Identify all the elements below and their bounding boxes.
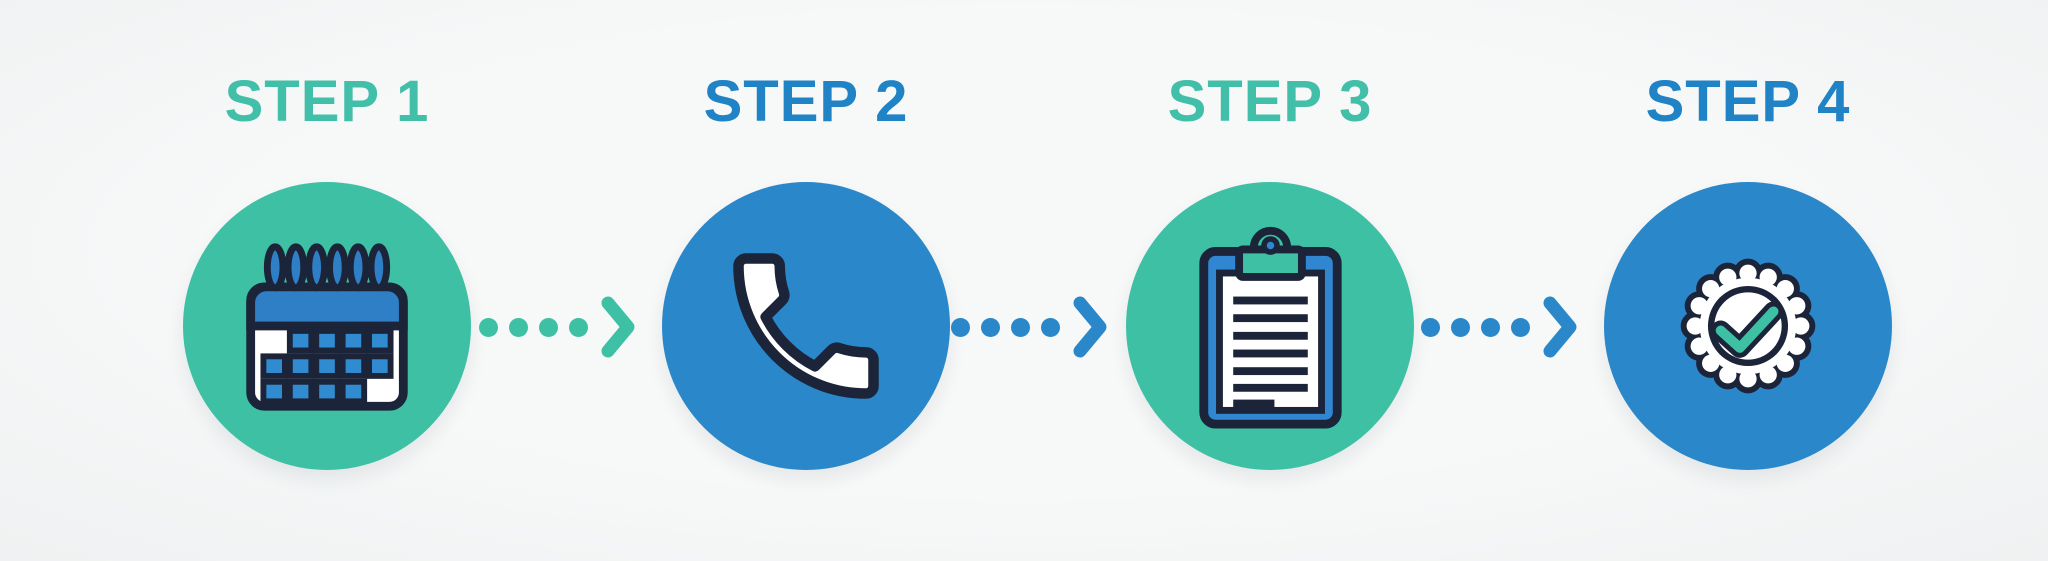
connector-dots: [1421, 317, 1530, 337]
step-2-circle: [662, 182, 950, 470]
connector-dot: [509, 317, 528, 337]
clipboard-icon: [1192, 218, 1349, 434]
connector-dot: [1511, 317, 1530, 337]
phone-icon: [716, 236, 896, 416]
step-2-label: STEP 2: [703, 69, 909, 134]
step-4-circle: [1604, 182, 1892, 470]
badge-check-icon: [1657, 235, 1839, 417]
step-1: STEP 1: [183, 0, 471, 500]
step-3: STEP 3: [1126, 0, 1414, 500]
connector-dot: [539, 317, 558, 337]
step-4: STEP 4: [1604, 0, 1892, 500]
connector-dot: [479, 317, 498, 337]
connector-dot: [569, 317, 588, 337]
arrow-connector-2: [951, 296, 1109, 358]
step-4-label: STEP 4: [1645, 69, 1851, 134]
connector-dot: [1041, 317, 1060, 337]
arrow-head-icon: [601, 296, 635, 358]
connector-dot: [951, 317, 970, 337]
connector-dot: [1011, 317, 1030, 337]
arrow-head-icon: [1543, 296, 1577, 358]
step-1-label: STEP 1: [224, 69, 430, 134]
connector-dot: [1421, 317, 1440, 337]
step-2: STEP 2: [662, 0, 950, 500]
step-3-circle: [1126, 182, 1414, 470]
arrow-connector-3: [1421, 296, 1579, 358]
calendar-icon: [229, 236, 425, 417]
connector-dot: [981, 317, 1000, 337]
connector-dot: [1481, 317, 1500, 337]
connector-dots: [479, 317, 588, 337]
arrow-connector-1: [479, 296, 637, 358]
arrow-head-icon: [1073, 296, 1107, 358]
connector-dots: [951, 317, 1060, 337]
step-3-label: STEP 3: [1167, 69, 1373, 134]
step-1-circle: [183, 182, 471, 470]
connector-dot: [1451, 317, 1470, 337]
